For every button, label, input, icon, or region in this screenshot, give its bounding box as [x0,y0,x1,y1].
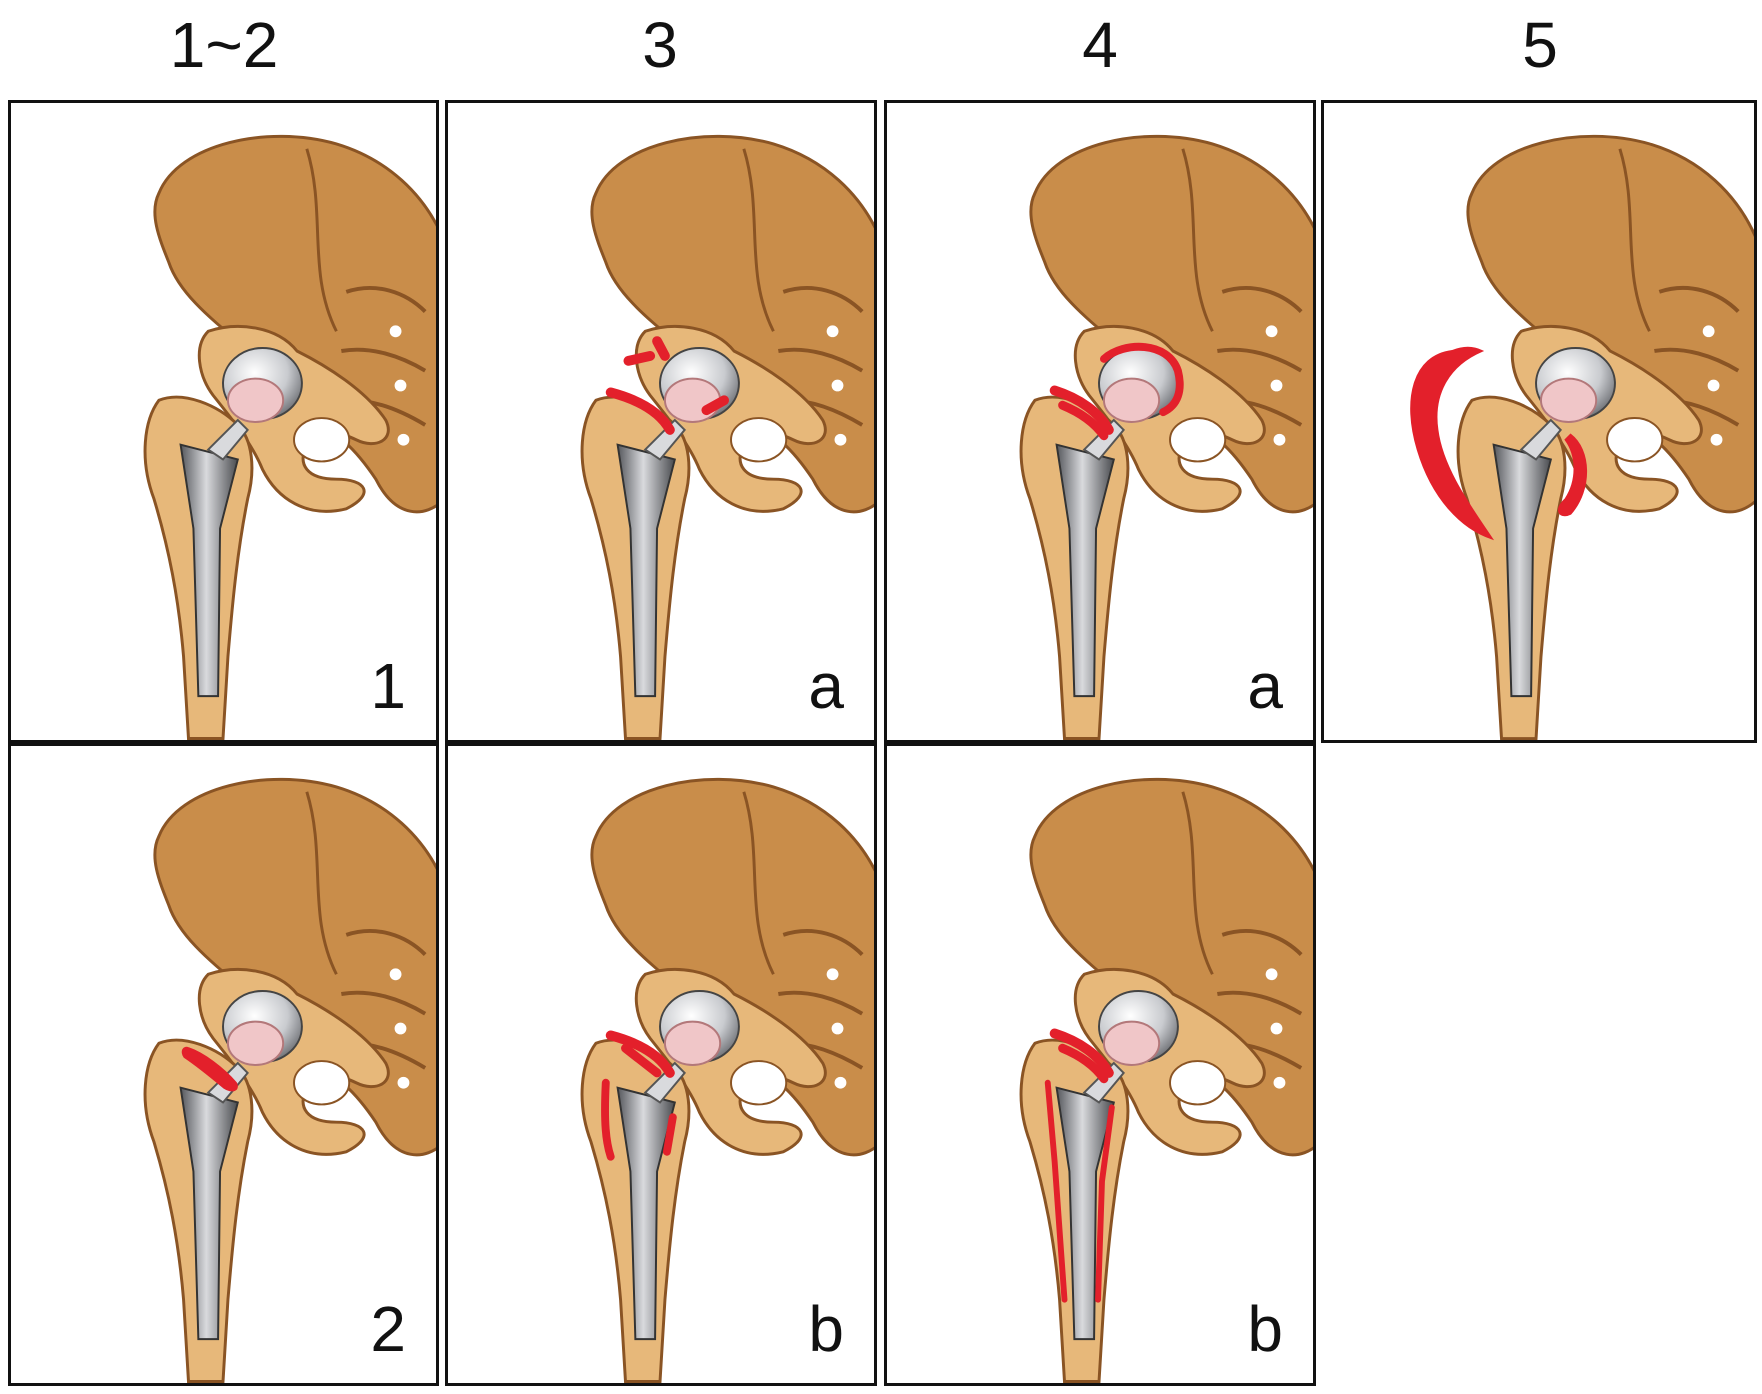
obturator-foramen [1606,417,1664,463]
sacral-foramen [394,379,407,392]
panel-stage-4a: a [884,100,1316,743]
obturator-foramen [1169,417,1227,463]
panel-stage-3b: b [445,743,877,1386]
panel-stage-4b: b [884,743,1316,1386]
liner [226,377,285,423]
lesion-marker [1049,385,1114,435]
hip-illustration [1410,134,1754,740]
liner [226,1020,285,1066]
hip-illustration [1019,777,1313,1383]
sacral-foramen [397,433,410,446]
lesion-marker [1095,1104,1115,1303]
hip-illustration [143,134,436,740]
column-header-5: 5 [1522,9,1558,81]
panel-label: a [1247,650,1283,722]
lesion-marker [623,350,656,366]
obturator-foramen [1169,1060,1227,1106]
sacral-foramen [394,1022,407,1035]
sacral-foramen [389,968,402,981]
panel-stage-1: 1 [8,100,439,743]
column-header-3: 3 [642,9,678,81]
panel-stage-5 [1321,100,1757,743]
lesion-marker [1058,400,1109,441]
hip-illustration [143,777,436,1383]
lesion-marker [605,387,675,435]
obturator-foramen [730,1060,788,1106]
panel-stage-2: 2 [8,743,439,1386]
femoral-stem [616,1086,677,1341]
femoral-stem [179,1086,239,1341]
lesion-marker [1058,1043,1109,1084]
lesion-marker [601,1078,615,1161]
sacral-foramen [1265,968,1278,981]
panel-label: 1 [370,650,406,722]
sacral-foramen [834,433,847,446]
lesion-marker [1044,1079,1068,1303]
sacral-foramen [831,379,844,392]
obturator-foramen [730,417,788,463]
lesion-marker [1410,346,1495,541]
femoral-stem [616,443,677,698]
panel-label: a [808,650,844,722]
pelvis-ridge [305,791,338,975]
liner [663,377,722,423]
sacral-foramen [1707,379,1720,392]
sacral-foramen [1265,325,1278,338]
sacral-foramen [1273,433,1286,446]
liner [1102,1020,1161,1066]
prosthesis-neck [1519,418,1563,461]
lesion-marker [662,1113,677,1156]
pelvis-ridge [305,148,338,332]
lesion-marker [605,1030,675,1078]
sacral-foramen [1273,1076,1286,1089]
sacral-foramen [389,325,402,338]
lesion-marker [181,1046,238,1092]
lesion-marker [652,336,670,361]
pelvis-ridge [742,148,775,332]
lesion-marker [701,395,730,416]
pelvis-ridge [742,791,775,975]
sacral-foramen [826,325,839,338]
lesion-marker [1557,433,1588,517]
femoral-stem [1055,443,1116,698]
sacral-foramen [826,968,839,981]
pelvis-ridge [1618,148,1651,332]
panel-label: 2 [370,1293,406,1365]
femoral-stem [179,443,239,698]
liner [663,1020,722,1066]
sacral-foramen [834,1076,847,1089]
panel-label: b [1247,1293,1283,1365]
obturator-foramen [293,417,351,463]
panel-stage-3a: a [445,100,877,743]
femoral-stem [1055,1086,1116,1341]
hip-illustration [580,777,874,1383]
liner [1102,377,1161,423]
femoral-stem [1492,443,1553,698]
sacral-foramen [1270,1022,1283,1035]
pelvis-ridge [1181,148,1214,332]
panel-label: b [808,1293,844,1365]
lesion-marker [1049,1028,1114,1078]
sacral-foramen [1270,379,1283,392]
lesion-marker [1100,342,1184,417]
obturator-foramen [293,1060,351,1106]
sacral-foramen [831,1022,844,1035]
pelvis-ridge [1181,791,1214,975]
liner [1539,377,1598,423]
sacral-foramen [1702,325,1715,338]
sacral-foramen [1710,433,1723,446]
column-header-1-2: 1~2 [169,9,279,81]
prosthesis-neck [206,418,249,461]
column-header-4: 4 [1082,9,1118,81]
hip-illustration [1019,134,1313,740]
lesion-marker [621,1043,662,1078]
hip-illustration [580,134,874,740]
sacral-foramen [397,1076,410,1089]
